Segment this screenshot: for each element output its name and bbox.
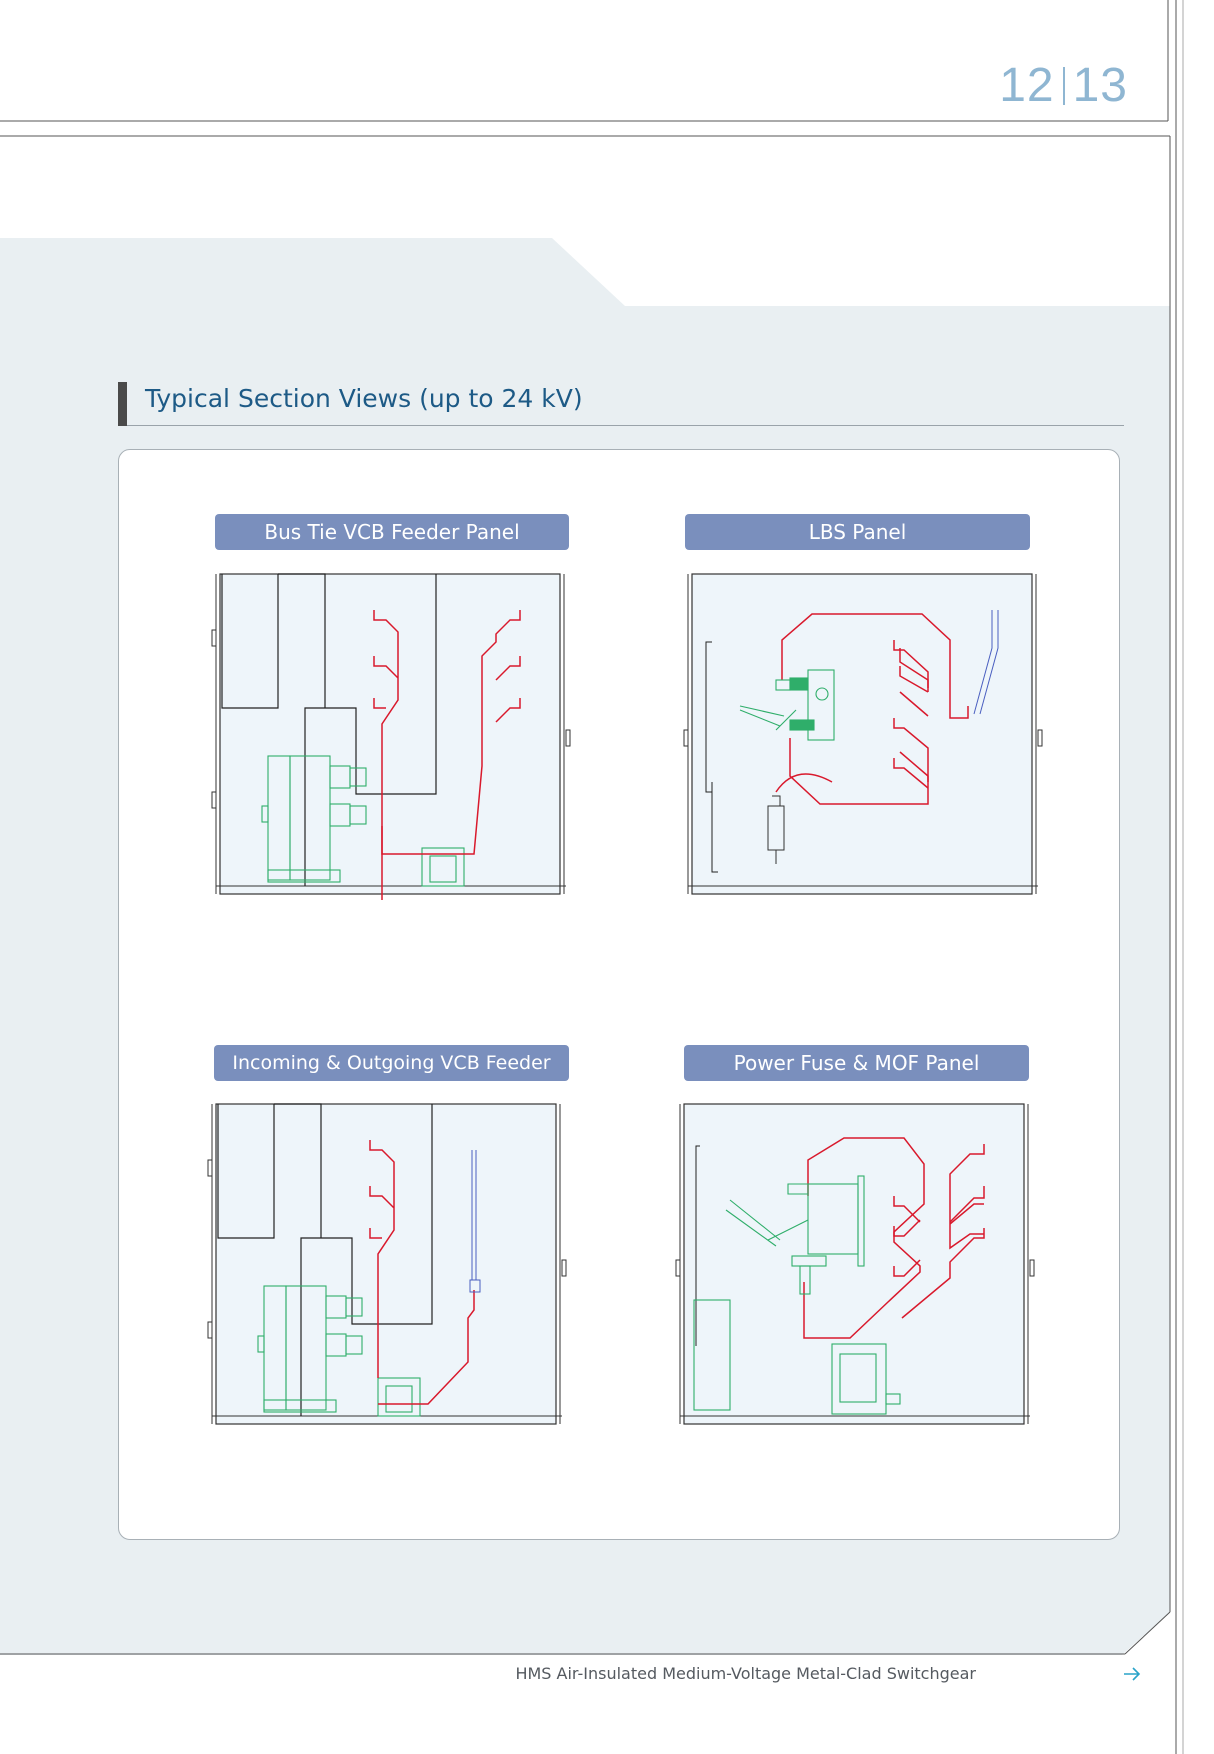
drawing-power-fuse-mof xyxy=(675,1103,1035,1425)
panel-label-power-fuse-mof: Power Fuse & MOF Panel xyxy=(684,1045,1029,1081)
page-number-left: 12 xyxy=(999,59,1055,112)
drawing-bus-tie-vcb xyxy=(211,573,571,900)
page-number-right: 13 xyxy=(1072,59,1128,112)
drawing-lbs xyxy=(683,573,1043,895)
panel-label-incoming-outgoing: Incoming & Outgoing VCB Feeder Panel xyxy=(214,1045,569,1110)
arrow-right-icon xyxy=(1124,1667,1141,1681)
page-number: 12 13 xyxy=(999,58,1128,113)
section-title-bar xyxy=(118,382,127,426)
section-title-rule xyxy=(127,425,1124,426)
drawing-incoming-outgoing-vcb xyxy=(207,1103,567,1425)
footer-title: HMS Air-Insulated Medium-Voltage Metal-C… xyxy=(515,1664,976,1683)
panel-label-bus-tie: Bus Tie VCB Feeder Panel xyxy=(215,514,569,550)
page-number-divider xyxy=(1062,67,1065,105)
panel-label-lbs: LBS Panel xyxy=(685,514,1030,550)
section-title: Typical Section Views (up to 24 kV) xyxy=(145,384,583,413)
